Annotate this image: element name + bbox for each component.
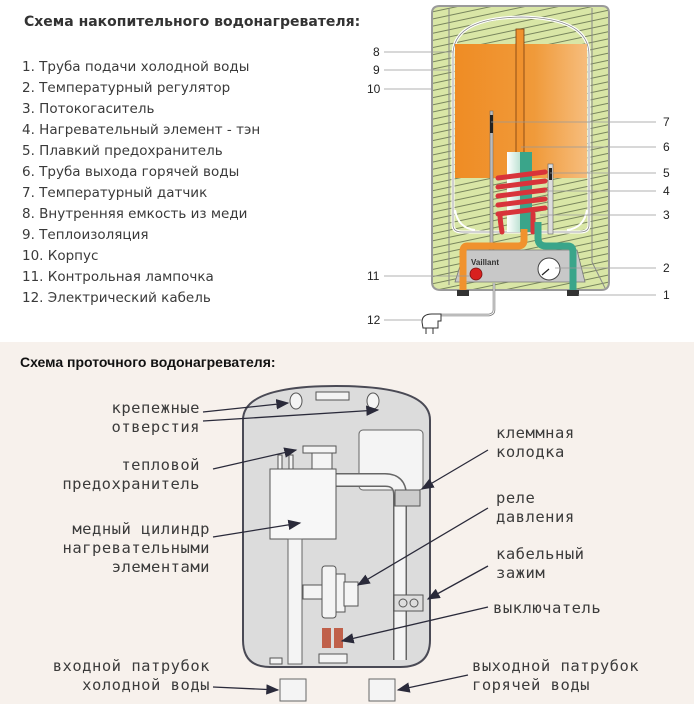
cable-clamp xyxy=(393,594,424,612)
legend-item: 3. Потокогаситель xyxy=(22,101,155,117)
callout-3: 3 xyxy=(663,208,670,222)
callout-7: 7 xyxy=(663,115,670,129)
label-cable-clamp: кабельный зажим xyxy=(496,545,585,583)
callout-4: 4 xyxy=(663,184,670,198)
label-line: горячей воды xyxy=(472,676,590,694)
label-mount-holes: крепежные отверстия xyxy=(40,399,200,437)
legend-item: 4. Нагревательный элемент - тэн xyxy=(22,122,261,138)
legend-item: 8. Внутренняя емкость из меди xyxy=(22,206,248,222)
label-terminal-block: клеммная колодка xyxy=(496,424,575,462)
callout-11: 11 xyxy=(367,269,380,283)
label-line: давления xyxy=(496,508,575,526)
hot-outlet-fitting xyxy=(368,678,396,702)
label-switch: выключатель xyxy=(493,599,601,618)
label-pressure-relay: реле давления xyxy=(496,489,575,527)
label-line: медный цилиндр xyxy=(72,520,210,538)
control-lamp xyxy=(469,267,483,281)
legend-item: 5. Плавкий предохранитель xyxy=(22,143,223,159)
mount-hole xyxy=(289,392,303,410)
label-line: нагревательными xyxy=(62,539,210,557)
label-line: кабельный xyxy=(496,545,585,563)
legend-item: 12. Электрический кабель xyxy=(22,290,211,306)
terminal-block xyxy=(394,489,421,507)
label-copper-cylinder: медный цилиндр нагревательными элементам… xyxy=(10,520,210,577)
label-line: тепловой xyxy=(121,456,200,474)
cold-inlet-fitting xyxy=(279,678,307,702)
callout-6: 6 xyxy=(663,140,670,154)
label-hot-outlet: выходной патрубок горячей воды xyxy=(472,657,639,695)
callout-2: 2 xyxy=(663,261,670,275)
label-cold-inlet: входной патрубок холодной воды xyxy=(10,657,210,695)
label-line: реле xyxy=(496,489,536,507)
label-thermal-fuse: тепловой предохранитель xyxy=(20,456,200,494)
storage-heater-legend: 1. Труба подачи холодной воды 2. Темпера… xyxy=(22,57,260,309)
legend-item: 7. Температурный датчик xyxy=(22,185,208,201)
callout-9: 9 xyxy=(373,63,380,77)
legend-item: 11. Контрольная лампочка xyxy=(22,269,214,285)
label-line: холодной воды xyxy=(82,676,210,694)
legend-item: 9. Теплоизоляция xyxy=(22,227,149,243)
callout-12: 12 xyxy=(367,313,381,327)
label-line: крепежные xyxy=(111,399,200,417)
switch-contacts xyxy=(322,628,331,648)
callout-8: 8 xyxy=(373,45,380,59)
callout-5: 5 xyxy=(663,166,670,180)
legend-item: 2. Температурный регулятор xyxy=(22,80,231,96)
callout-1: 1 xyxy=(663,288,670,302)
label-line: отверстия xyxy=(111,418,200,436)
label-line: входной патрубок xyxy=(52,657,210,675)
label-line: элементами xyxy=(111,558,210,576)
storage-heater-diagram: Vaillant 7 6 5 4 3 2 1 8 9 10 11 12 xyxy=(367,5,670,334)
label-line: выходной патрубок xyxy=(472,657,640,675)
legend-item: 10. Корпус xyxy=(22,248,99,264)
legend-item: 6. Труба выхода горячей воды xyxy=(22,164,240,180)
label-line: колодка xyxy=(496,443,565,461)
label-line: клеммная xyxy=(496,424,575,442)
plug xyxy=(421,313,442,329)
label-line: зажим xyxy=(496,564,546,582)
pressure-relay xyxy=(343,581,359,607)
heating-element-coil xyxy=(495,169,548,235)
label-line: предохранитель xyxy=(62,475,200,493)
mount-hole xyxy=(366,392,380,410)
storage-heater-title: Схема накопительного водонагревателя: xyxy=(24,14,361,30)
copper-cylinder xyxy=(269,468,337,540)
label-line: выключатель xyxy=(493,599,602,617)
flow-heater-title: Схема проточного водонагревателя: xyxy=(20,354,276,370)
brand-logo: Vaillant xyxy=(471,258,499,267)
legend-item: 1. Труба подачи холодной воды xyxy=(22,59,250,75)
callout-10: 10 xyxy=(367,82,381,96)
